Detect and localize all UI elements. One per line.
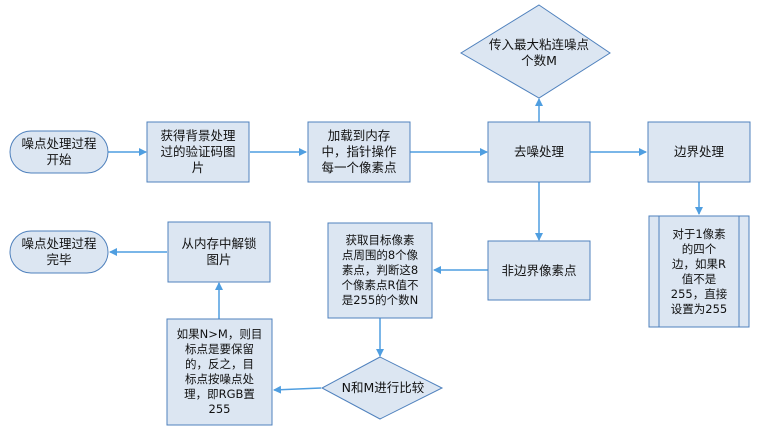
- edge-rule-box: [648, 215, 750, 328]
- start-terminator: [9, 130, 109, 174]
- denoise-box: [487, 121, 591, 183]
- decide-box: [166, 318, 273, 426]
- get-target-box: [327, 222, 433, 319]
- pass-max-diamond: [460, 4, 611, 99]
- arrow-compare-to-decide: [273, 385, 322, 394]
- load-memory-box: [307, 121, 411, 183]
- unlock-box: [167, 221, 271, 283]
- edge-process-box: [647, 121, 751, 183]
- get-image-box: [146, 121, 250, 183]
- compare-diamond: [320, 356, 444, 420]
- end-terminator: [9, 230, 109, 274]
- non-edge-box: [487, 240, 591, 301]
